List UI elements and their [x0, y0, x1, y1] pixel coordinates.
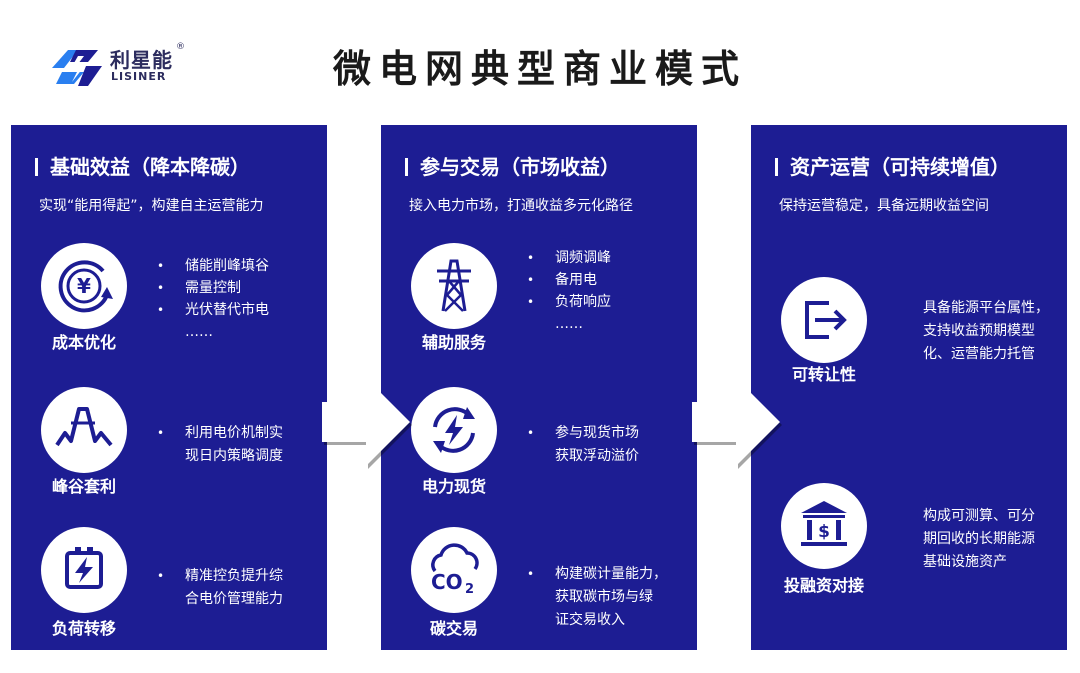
title-bar	[405, 158, 408, 176]
description-line: 构建碳计量能力，	[555, 566, 667, 582]
panel-market-trading: 参与交易（市场收益） 接入电力市场，打通收益多元化路径 辅助服务 调频调峰 备用…	[381, 125, 697, 650]
panel-title-text: 基础效益（降本降碳）	[50, 155, 250, 179]
bullet-dot: •	[527, 567, 535, 581]
description-line: 合电价管理能力	[185, 591, 283, 607]
item-label: 负荷转移	[51, 619, 116, 638]
bullet-dot: •	[527, 426, 535, 440]
description-line: 精准控负提升综	[185, 568, 283, 584]
panel-title: 资产运营（可持续增值）	[775, 151, 1010, 180]
description-line: 构成可测算、可分	[923, 508, 1035, 524]
title-bar	[775, 158, 778, 176]
bullet-item: 光伏替代市电	[157, 299, 269, 321]
item-description: 构成可测算、可分 期回收的长期能源 基础设施资产	[923, 505, 1035, 574]
svg-text:CO: CO	[431, 570, 463, 594]
co2-cloud-icon: CO 2	[411, 527, 497, 613]
brand-logo: 利星能 ® LISINER	[48, 40, 208, 92]
panel-title-text: 资产运营（可持续增值）	[790, 155, 1010, 179]
title-bar	[35, 158, 38, 176]
svg-text:¥: ¥	[77, 274, 91, 298]
bullet-item: 储能削峰填谷	[157, 255, 269, 277]
description-line: 期回收的长期能源	[923, 531, 1035, 547]
bullet-item: 调频调峰	[527, 247, 611, 269]
panel-asset-operation: 资产运营（可持续增值） 保持运营稳定，具备远期收益空间 可转让性 具备能源平台属…	[751, 125, 1067, 650]
description-line: 证交易收入	[555, 612, 625, 628]
item-description: 具备能源平台属性， 支持收益预期模型 化、运营能力托管	[923, 297, 1049, 366]
bullet-ellipsis: ……	[185, 324, 213, 340]
flow-arrow-right	[692, 378, 782, 469]
description-line: 参与现货市场	[555, 425, 639, 441]
item-description: • 构建碳计量能力， 获取碳市场与绿 证交易收入	[527, 563, 667, 632]
item-bullets: 储能削峰填谷 需量控制 光伏替代市电 ……	[157, 255, 269, 343]
panel-basic-benefits: 基础效益（降本降碳） 实现“能用得起”，构建自主运营能力 ¥ 成本优化 储能削峰…	[11, 125, 327, 650]
description-line: 获取碳市场与绿	[555, 589, 653, 605]
description-line: 具备能源平台属性，	[923, 300, 1049, 316]
panel-subtitle: 实现“能用得起”，构建自主运营能力	[39, 198, 264, 214]
description-line: 化、运营能力托管	[923, 346, 1035, 362]
bullet-dot: •	[157, 569, 165, 583]
item-bullets: 调频调峰 备用电 负荷响应 ……	[527, 247, 611, 335]
description-line: 利用电价机制实	[185, 425, 283, 441]
battery-bolt-icon	[41, 527, 127, 613]
bank-dollar-icon: $	[781, 483, 867, 569]
item-label: 碳交易	[429, 619, 478, 638]
panel-subtitle: 保持运营稳定，具备远期收益空间	[779, 198, 989, 214]
bullet-item: 负荷响应	[527, 291, 611, 313]
flow-arrow-right	[322, 378, 412, 469]
logo-english-name: LISINER	[111, 70, 167, 83]
bullet-dot: •	[157, 426, 165, 440]
bullet-item: 需量控制	[157, 277, 269, 299]
panel-title-text: 参与交易（市场收益）	[420, 155, 620, 179]
item-label: 电力现货	[421, 477, 486, 496]
logo-chinese-name: 利星能	[110, 48, 173, 72]
panel-title: 参与交易（市场收益）	[405, 151, 620, 180]
item-label: 可转让性	[791, 365, 856, 384]
power-tower-icon	[411, 243, 497, 329]
page-title: 微电网典型商业模式	[332, 47, 747, 91]
item-label: 辅助服务	[421, 333, 486, 352]
bullet-ellipsis: ……	[555, 316, 583, 332]
description-line: 支持收益预期模型	[923, 323, 1035, 339]
description-line: 基础设施资产	[923, 554, 1007, 570]
peak-valley-icon	[41, 387, 127, 473]
description-line: 现日内策略调度	[185, 448, 283, 464]
item-description: • 参与现货市场 获取浮动溢价	[527, 422, 639, 468]
panel-title: 基础效益（降本降碳）	[35, 151, 250, 180]
transfer-exit-icon	[781, 277, 867, 363]
description-line: 获取浮动溢价	[555, 448, 639, 464]
item-description: • 利用电价机制实 现日内策略调度	[157, 422, 283, 468]
item-label: 成本优化	[51, 333, 116, 352]
item-label: 投融资对接	[783, 576, 864, 595]
svg-text:2: 2	[465, 582, 474, 597]
bolt-cycle-icon	[411, 387, 497, 473]
svg-text:$: $	[818, 522, 830, 542]
item-description: • 精准控负提升综 合电价管理能力	[157, 565, 283, 611]
bullet-item: 备用电	[527, 269, 611, 291]
item-label: 峰谷套利	[51, 477, 116, 496]
panel-subtitle: 接入电力市场，打通收益多元化路径	[409, 198, 633, 214]
registered-mark: ®	[176, 42, 185, 52]
lisiner-logo-icon	[52, 50, 102, 86]
yen-cycle-icon: ¥	[41, 243, 127, 329]
